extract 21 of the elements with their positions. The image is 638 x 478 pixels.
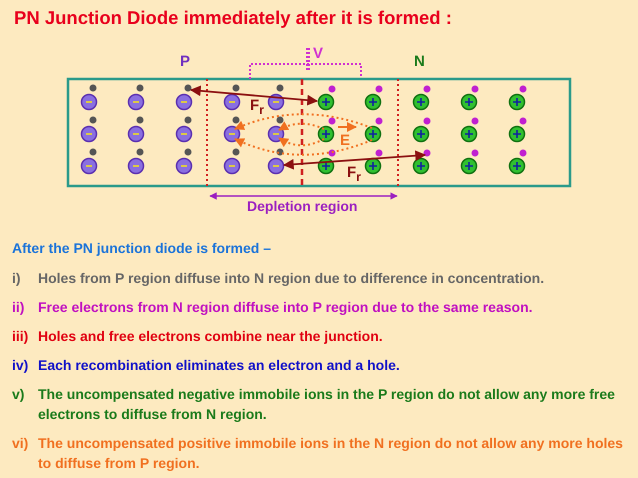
voltage-label: V [313,45,324,62]
region-label: P [180,53,190,70]
title: PN Junction Diode immediately after it is formed : [14,7,452,29]
list-marker: iii) [12,327,28,346]
list-item-text: The uncompensated negative immobile ions in the P region do not allow any more free electrons to diffuse from N region. [38,385,616,424]
force-label: F$_{r}$ [347,164,362,184]
list-item-text: Holes from P region diffuse into N region due to difference in concentration. [38,269,544,288]
list-marker: v) [12,385,24,404]
force-label: F$_{r}$ [250,97,264,117]
list-marker: ii) [12,298,24,317]
list-marker: iv) [12,356,28,375]
intro-text: After the PN junction diode is formed – [12,240,272,256]
list-item-text: The uncompensated positive immobile ions in the N region do not allow any more holes to diffuse from P region. [38,434,624,473]
list-marker: vi) [12,434,28,453]
list-marker: i) [12,269,21,288]
region-label: Depletion region [247,198,358,214]
list-item-text: Holes and free electrons combine near the junction. [38,327,383,346]
list-item-text: Each recombination eliminates an electron and a hole. [38,356,400,375]
list-item-text: Free electrons from N region diffuse into P region due to the same reason. [38,298,533,317]
region-label: N [414,53,425,70]
field-label: E [340,132,350,149]
